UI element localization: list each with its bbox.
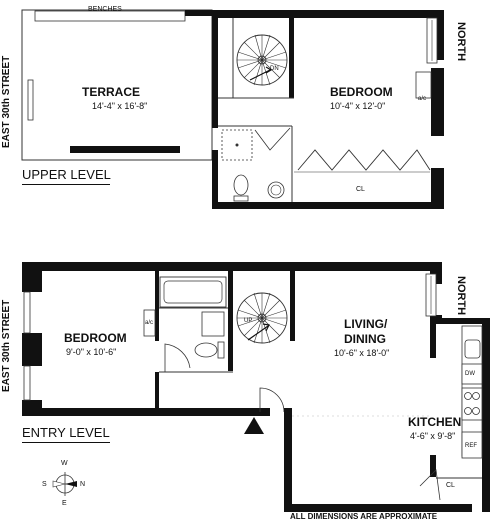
corridor-left-wall (284, 408, 292, 512)
bedroom-window-1 (23, 291, 31, 334)
upper-right-wall-mid (431, 68, 444, 136)
upper-right-wall-bottom (431, 168, 444, 209)
dimensions-note: ALL DIMENSIONS ARE APPROXIMATE (290, 512, 438, 521)
living-name-line1: LIVING/ (344, 317, 388, 331)
terrace-name: TERRACE (82, 85, 141, 99)
entry-bedroom-name: BEDROOM (64, 331, 127, 345)
bathtub (159, 276, 227, 308)
upper-stair-label: DN (270, 66, 279, 72)
stove (461, 387, 483, 421)
compass (52, 472, 77, 496)
bedroom-window-2 (23, 365, 31, 401)
living-name-line2: DINING (344, 332, 386, 346)
upper-top-wall (212, 10, 444, 18)
upper-level-label: UPPER LEVEL (22, 167, 111, 182)
ac-unit (415, 71, 432, 99)
terrace-dims: 14'-4" x 16'-8" (92, 101, 148, 111)
bath-vanity (201, 311, 225, 337)
stair-wall (289, 18, 294, 98)
kitchen-right-wall (482, 318, 490, 512)
kitchen-left-wall (430, 318, 436, 358)
upper-left-wall (212, 10, 218, 128)
entry-door-swing (259, 387, 285, 413)
bath-door-swing (254, 127, 291, 151)
spiral-stair (236, 34, 288, 86)
terrace-wall-segment (70, 146, 180, 153)
upper-level-plan (21, 9, 444, 209)
upper-left-wall-lower (212, 150, 218, 208)
entry-level-underline (22, 442, 110, 443)
entry-level-plan (22, 262, 490, 512)
compass-west: W (61, 460, 68, 467)
upper-closet-label: CL (356, 186, 365, 193)
kitchen-name: KITCHEN (408, 415, 462, 429)
entry-toilet (194, 341, 225, 359)
entry-stair-label: UP (244, 318, 253, 324)
refrigerator (461, 431, 483, 459)
entry-top-wall (22, 262, 442, 271)
kitchen-top-wall (430, 318, 490, 324)
bath-wall (228, 271, 233, 371)
kitchen-sink (464, 339, 481, 359)
terrace-window (27, 79, 34, 121)
bath-door-swing (164, 343, 191, 372)
entry-spiral-stair (236, 292, 288, 344)
stair-wall (290, 271, 295, 341)
upper-toilet (233, 174, 249, 202)
entry-level-label: ENTRY LEVEL (22, 425, 110, 440)
entry-ac-unit (143, 309, 156, 337)
dishwasher-label: DW (465, 371, 475, 377)
closet-door-swing (419, 469, 441, 501)
upper-street-label: EAST 30th STREET (1, 55, 12, 148)
kitchen-lower-wall (430, 455, 436, 477)
entry-left-wall-mid (22, 333, 42, 366)
upper-level-underline (22, 184, 110, 185)
entry-closet-label: CL (446, 482, 455, 489)
closet-bifold-doors (297, 149, 431, 171)
compass-south: S (42, 481, 47, 488)
kitchen-dims: 4'-6" x 9'-8" (410, 431, 456, 441)
entry-left-wall-top (22, 262, 42, 292)
upper-bedroom-name: BEDROOM (330, 85, 393, 99)
compass-north: N (80, 481, 86, 488)
terrace-wall-segment (185, 10, 213, 16)
living-dims: 10'-6" x 18'-0" (334, 348, 390, 358)
upper-bottom-wall (212, 202, 444, 209)
upper-ac-label: a/c (418, 96, 427, 102)
benches-label: BENCHES (88, 6, 122, 13)
entry-north-label: NORTH (455, 276, 467, 316)
entry-ac-label: a/c (145, 320, 154, 326)
shower (221, 129, 253, 161)
compass-east: E (62, 500, 67, 507)
upper-bedroom-dims: 10'-4" x 12'-0" (330, 101, 386, 111)
corridor-bottom-wall (284, 504, 472, 512)
bedroom-partition (155, 271, 159, 341)
entry-street-label: EAST 30th STREET (1, 299, 12, 392)
entry-bedroom-dims: 9'-0" x 10'-6" (66, 347, 117, 357)
bedroom-partition-lower (155, 372, 159, 408)
dishwasher (461, 363, 483, 385)
upper-north-label: NORTH (455, 22, 467, 62)
entry-bottom-wall-left (22, 408, 270, 416)
fridge-label: REF (465, 443, 477, 449)
upper-sink (267, 181, 285, 199)
entry-arrow (244, 417, 264, 434)
